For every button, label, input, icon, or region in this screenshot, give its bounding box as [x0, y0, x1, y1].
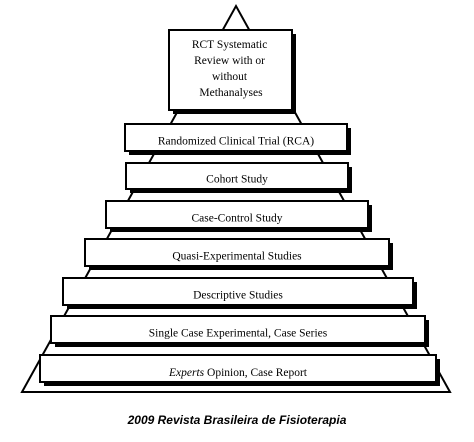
level-label-rest: Opinion, Case Report	[204, 367, 308, 379]
level-single-case-experimental: Single Case Experimental, Case Series	[50, 315, 429, 347]
level-label: Case-Control Study	[191, 213, 282, 225]
level-label: Quasi-Experimental Studies	[172, 251, 302, 263]
level-label: Single Case Experimental, Case Series	[149, 328, 328, 340]
level-cohort-study: Cohort Study	[125, 162, 352, 193]
apex-line-2: Review with or	[194, 55, 265, 67]
figure-caption: 2009 Revista Brasileira de Fisioterapia	[127, 413, 347, 427]
level-label: Experts Opinion, Case Report	[168, 367, 308, 379]
level-descriptive-studies: Descriptive Studies	[62, 277, 417, 309]
level-label: Descriptive Studies	[193, 290, 283, 302]
level-experts-opinion: Experts Opinion, Case Report	[39, 354, 440, 386]
level-label: Randomized Clinical Trial (RCA)	[158, 136, 314, 148]
apex-line-1: RCT Systematic	[192, 39, 268, 51]
level-case-control-study: Case-Control Study	[105, 200, 372, 232]
apex-line-4: Methanalyses	[199, 87, 263, 99]
level-label-italic: Experts	[168, 367, 205, 379]
level-quasi-experimental-studies: Quasi-Experimental Studies	[84, 238, 393, 270]
apex-line-3: without	[212, 71, 248, 83]
apex-box: RCT Systematic Review with or without Me…	[168, 29, 296, 114]
svg-text:RCT Systematic Review wi: RCT Systematic Review with or without Me…	[192, 39, 270, 99]
level-label: Cohort Study	[206, 174, 268, 186]
level-randomized-clinical-trial: Randomized Clinical Trial (RCA)	[124, 123, 351, 155]
